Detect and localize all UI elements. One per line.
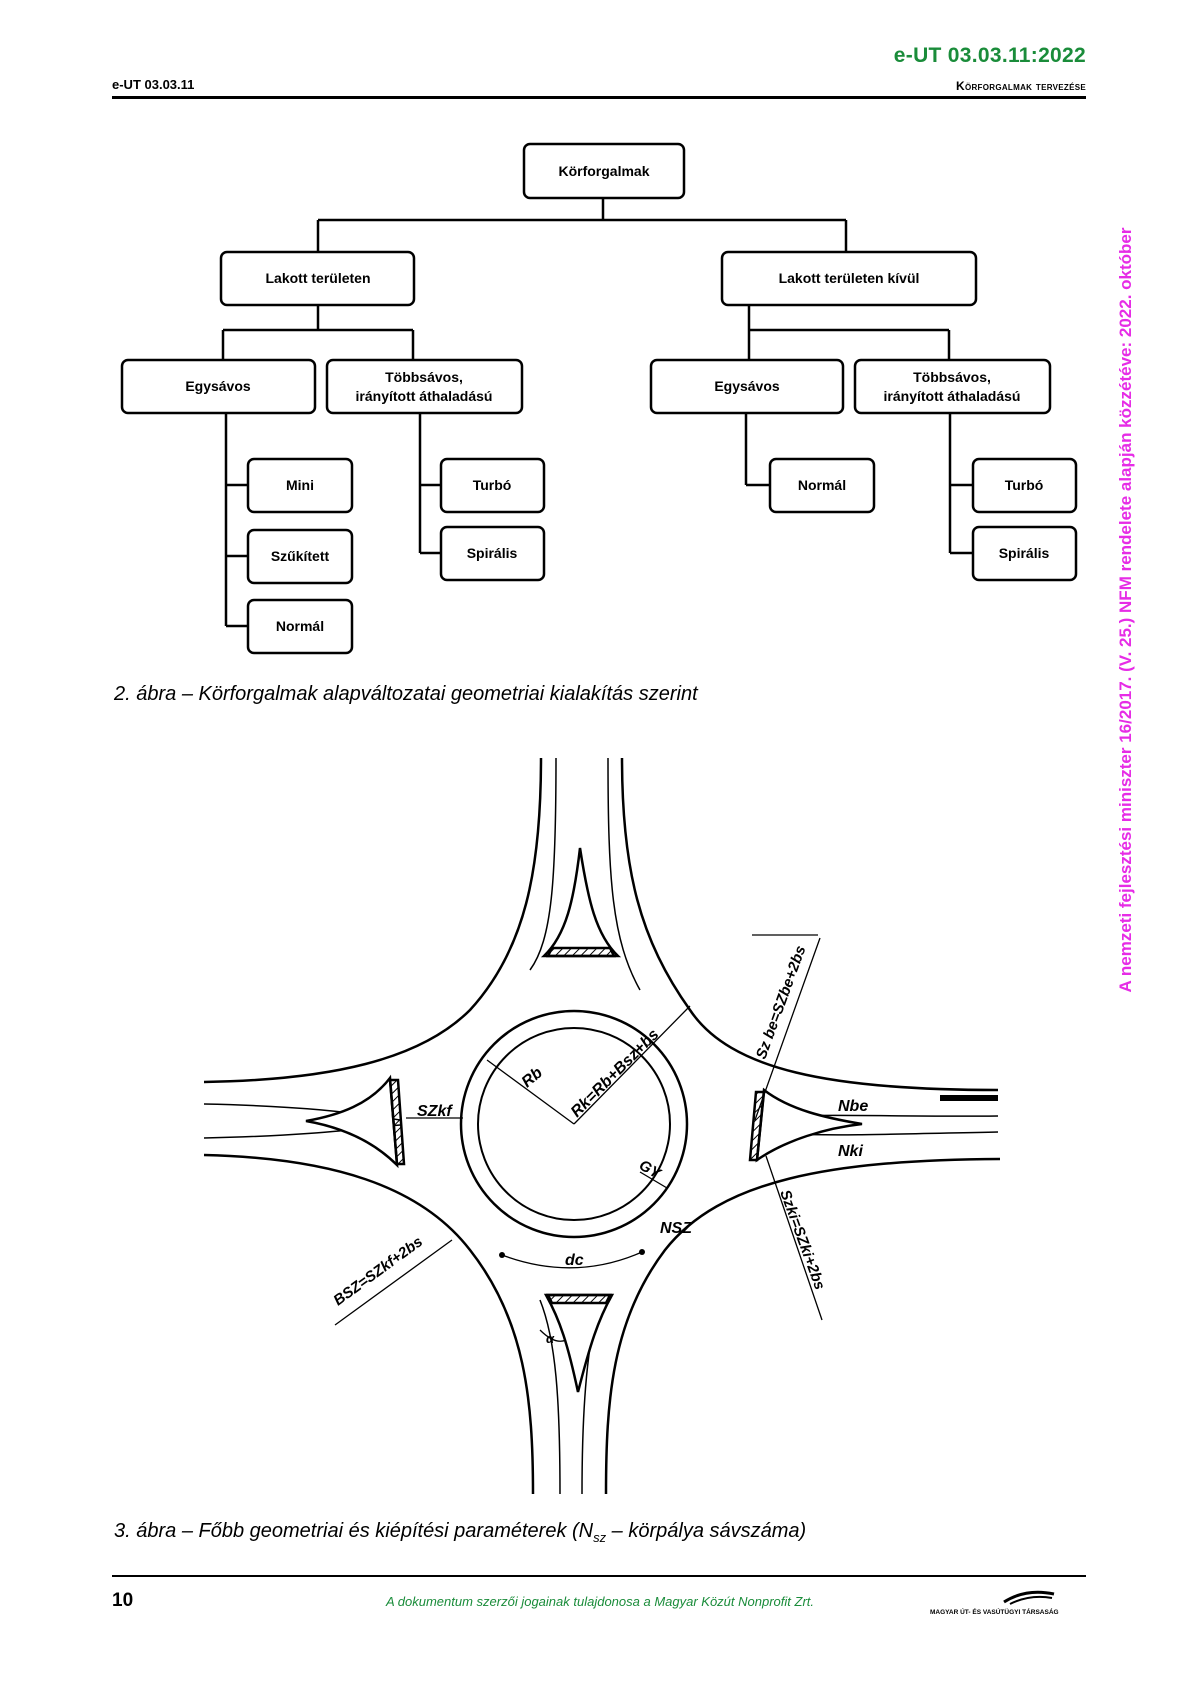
label-n-ki: Nki <box>838 1143 863 1160</box>
node-turbo-urban: Turbó <box>439 457 546 514</box>
document-code: e-UT 03.03.11:2022 <box>893 44 1086 67</box>
label-r-k: Rk=Rb+Bsz+bs <box>568 1026 663 1121</box>
label-sz-ki: Szki=SZki+2bs <box>776 1188 828 1293</box>
label-sz-be: Sz be=SZbe+2bs <box>753 944 810 1062</box>
node-root-label: Körforgalmak <box>558 163 649 179</box>
figure-3-caption-sub: sz <box>593 1530 607 1545</box>
node-normal-urban-label: Normál <box>276 618 324 634</box>
label-b-sz: BSZ=SZkf+2bs <box>330 1233 426 1309</box>
node-spiral-urban: Spirális <box>439 525 546 582</box>
figure-3-caption-part2: – körpálya sávszáma) <box>606 1520 807 1542</box>
node-rural-single-label: Egysávos <box>714 378 780 394</box>
label-n-be: Nbe <box>838 1098 868 1115</box>
node-rural-single: Egysávos <box>649 358 845 415</box>
node-turbo-rural: Turbó <box>971 457 1078 514</box>
page-number: 10 <box>112 1590 134 1611</box>
node-urban-single-label: Egysávos <box>185 378 251 394</box>
node-urban-label: Lakott területen <box>265 270 370 286</box>
header-rule <box>112 96 1086 99</box>
node-mini: Mini <box>246 457 354 514</box>
publisher-logo: MAGYAR ÚT- ÉS VASÚTÜGYI TÁRSASÁG <box>930 1590 1059 1616</box>
node-rural-multi: Többsávos, irányított áthaladású <box>853 358 1052 415</box>
label-sz-kf: SZkf <box>417 1103 453 1120</box>
dimension-ticks <box>499 1249 645 1258</box>
label-d-c: dc <box>565 1252 584 1269</box>
splitter-islands <box>305 847 863 1393</box>
node-spiral-rural: Spirális <box>971 525 1078 582</box>
road-outer-edges <box>203 757 1001 1495</box>
node-urban-multi-label-2: irányított áthaladású <box>356 388 493 404</box>
node-urban-multi: Többsávos, irányított áthaladású <box>325 358 524 415</box>
footer-rule <box>112 1575 1086 1577</box>
node-spiral-urban-label: Spirális <box>467 545 518 561</box>
header-left-code: e-UT 03.03.11 <box>112 77 195 92</box>
geometry-labels: SZkf Rb Rk=Rb+Bsz+bs GY Sz be=SZbe+2bs N… <box>330 944 868 1346</box>
node-normal-urban: Normál <box>246 598 354 655</box>
footer-copyright: A dokumentum szerzői jogainak tulajdonos… <box>385 1594 814 1609</box>
node-urban-multi-label-1: Többsávos, <box>385 369 463 385</box>
publisher-logo-text: MAGYAR ÚT- ÉS VASÚTÜGYI TÁRSASÁG <box>930 1607 1059 1616</box>
node-rural-multi-label-2: irányított áthaladású <box>884 388 1021 404</box>
node-root: Körforgalmak <box>522 142 686 200</box>
node-normal-rural-label: Normál <box>798 477 846 493</box>
road-inner-lines <box>203 757 999 1495</box>
label-n-sz: NSZ <box>660 1220 693 1237</box>
label-alpha: α <box>546 1331 555 1346</box>
header-section-title: Körforgalmak tervezése <box>955 79 1086 93</box>
node-szukitett: Szűkített <box>246 528 354 585</box>
node-normal-rural: Normál <box>768 457 876 514</box>
dimension-lines <box>334 934 823 1342</box>
central-island <box>459 1009 689 1239</box>
node-spiral-rural-label: Spirális <box>999 545 1050 561</box>
node-rural: Lakott területen kívül <box>720 250 978 307</box>
node-szukitett-label: Szűkített <box>271 548 330 564</box>
figure-2-caption: 2. ábra – Körforgalmak alapváltozatai ge… <box>114 683 698 705</box>
figure-3-caption: 3. ábra – Főbb geometriai és kiépítési p… <box>114 1520 806 1545</box>
roundabout-type-diagram: Körforgalmak Lakott területen Lakott ter… <box>120 142 1078 655</box>
node-turbo-urban-label: Turbó <box>473 477 512 493</box>
figure-3-caption-part1: 3. ábra – Főbb geometriai és kiépítési p… <box>114 1520 594 1542</box>
node-rural-label: Lakott területen kívül <box>779 270 920 286</box>
label-gy: GY <box>636 1157 665 1184</box>
node-mini-label: Mini <box>286 477 314 493</box>
node-rural-multi-label-1: Többsávos, <box>913 369 991 385</box>
node-urban: Lakott területen <box>219 250 416 307</box>
node-urban-single: Egysávos <box>120 358 317 415</box>
diagram-connectors <box>221 198 973 628</box>
node-turbo-rural-label: Turbó <box>1005 477 1044 493</box>
